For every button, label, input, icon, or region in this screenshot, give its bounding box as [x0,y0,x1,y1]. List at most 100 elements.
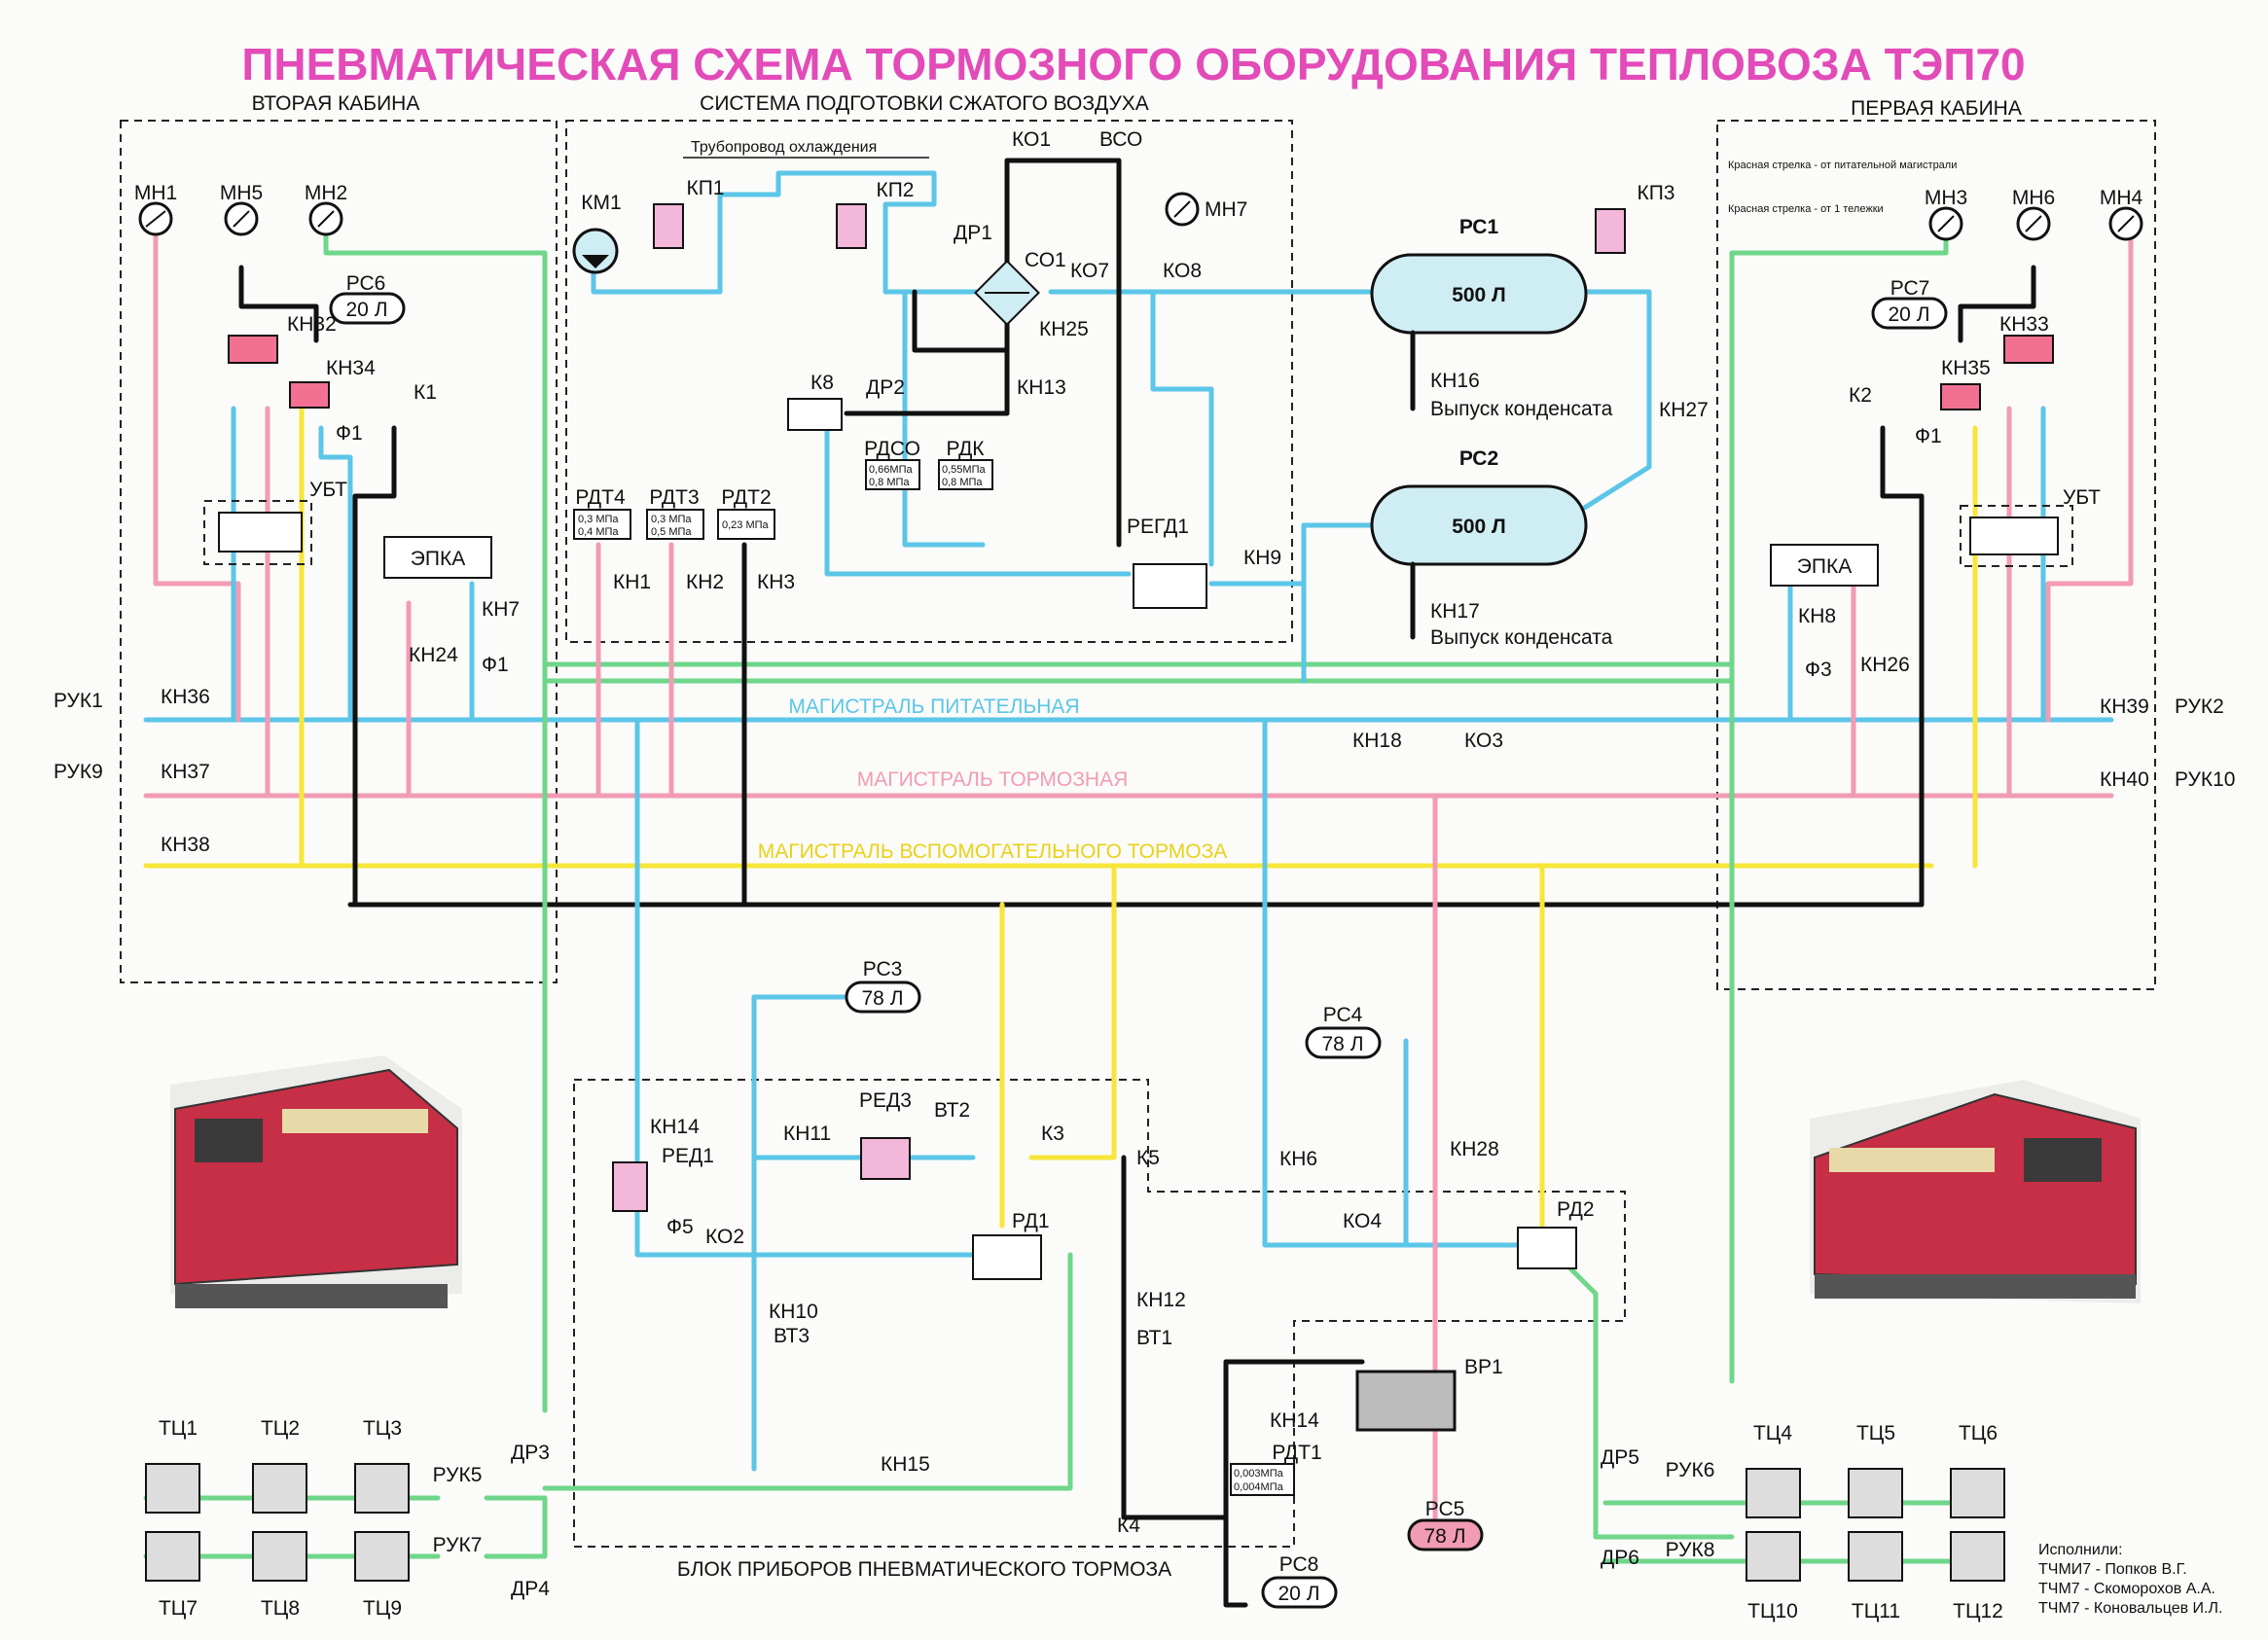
gauge-mn5: МН5 [220,182,263,236]
k2-label: К2 [1849,384,1872,407]
kn1-label: КН1 [613,571,651,593]
gauge-mn2: МН2 [305,182,347,236]
epka-left: ЭПКА [383,536,492,579]
dr3-dr4-pipe [484,1495,548,1559]
svg-text:ТЦ8: ТЦ8 [261,1597,300,1620]
svg-text:0,8 МПа: 0,8 МПа [869,477,910,488]
svg-text:РДТ1: РДТ1 [1272,1442,1321,1464]
red1-pipe [634,717,1034,1258]
gauge-mn7: МН7 [1165,192,1247,227]
ko7-label: КО7 [1070,260,1109,282]
k1-pipe [352,425,397,908]
reducer-red1: РЕД1 [612,1145,714,1212]
svg-text:УБТ: УБТ [309,479,347,501]
svg-text:РС7: РС7 [1890,277,1930,300]
svg-text:КН32: КН32 [287,313,337,336]
svg-text:20 Л: 20 Л [1278,1583,1320,1605]
kn37-label: КН37 [161,761,210,783]
dr4-label: ДР4 [511,1578,550,1600]
mn6-pipe [1958,265,2036,343]
svg-text:РЕД3: РЕД3 [859,1089,912,1112]
aux-main-label: МАГИСТРАЛЬ ВСПОМОГАТЕЛЬНОГО ТОРМОЗА [758,840,1228,863]
dr3-label: ДР3 [511,1442,550,1464]
svg-text:МН3: МН3 [1925,187,1967,209]
f5-label: Ф5 [666,1216,694,1238]
kn12-label: КН12 [1136,1289,1186,1311]
svg-text:ТЧМ7 - Коновальцев И.Л.: ТЧМ7 - Коновальцев И.Л. [2038,1600,2222,1617]
ko1-label: КО1 [1012,128,1051,151]
kn6-label: КН6 [1279,1148,1317,1170]
crane-kn34: КН34 [289,357,376,409]
dr2-label: ДР2 [866,376,905,399]
tank-rs5: РС5 78 Л [1407,1498,1484,1551]
svg-text:РС6: РС6 [346,272,386,295]
ko3-label: КО3 [1464,730,1503,752]
kn27-label: КН27 [1659,399,1709,421]
ko2-label: КО2 [705,1226,744,1248]
svg-text:КН34: КН34 [326,357,376,379]
k1-label: К1 [414,381,437,404]
crane-kn33: КН33 [1999,313,2054,364]
svg-text:500 Л: 500 Л [1452,516,1506,538]
svg-text:ТЦ7: ТЦ7 [159,1597,198,1620]
svg-text:78 Л: 78 Л [1424,1525,1466,1548]
first-cabin-box [1716,120,2156,990]
second-cabin-label: ВТОРАЯ КАБИНА [252,92,420,115]
kn24-label: КН24 [409,644,458,666]
svg-text:РС5: РС5 [1425,1498,1465,1520]
vt1-label: ВТ1 [1136,1327,1172,1349]
svg-text:УБТ: УБТ [2063,486,2101,509]
tank-rs6: РС6 20 Л [329,272,406,325]
svg-text:ТЦ9: ТЦ9 [363,1597,402,1620]
kn38-label: КН38 [161,834,210,856]
f1b-label: Ф1 [482,654,509,676]
vt2-label: ВТ2 [934,1099,970,1122]
svg-text:РДСО: РДСО [864,438,920,460]
svg-text:МН4: МН4 [2100,187,2143,209]
svg-text:0,3 МПа: 0,3 МПа [651,514,692,525]
f1a-label: Ф1 [336,422,363,445]
svg-text:РДТ2: РДТ2 [721,486,771,509]
svg-text:0,23 МПа: 0,23 МПа [722,519,770,531]
svg-text:ТЦ12: ТЦ12 [1953,1600,2003,1622]
kn13-label: КН13 [1017,376,1066,399]
first-cabin-label: ПЕРВАЯ КАБИНА [1851,97,2022,120]
kn11-label: КН11 [783,1123,831,1145]
mn1-pipe [153,231,241,723]
svg-text:20 Л: 20 Л [346,299,388,321]
kn40-label: КН40 [2100,768,2149,791]
crane-kn35: КН35 [1940,357,1991,410]
cylinder-tc2: ТЦ2 [252,1417,307,1514]
svg-text:0,4 МПа: 0,4 МПа [578,526,619,538]
kn10-label: КН10 [769,1301,818,1323]
f1c-label: Ф1 [1915,425,1942,447]
vso-pipe [1004,158,1122,548]
svg-text:МН2: МН2 [305,182,347,204]
svg-text:ТЦ4: ТЦ4 [1753,1422,1792,1444]
condensate-label-1: Выпуск конденсата [1430,398,1613,420]
svg-text:ТЦ5: ТЦ5 [1856,1422,1895,1444]
kn14b-label: КН14 [1270,1409,1319,1432]
svg-text:0,004МПа: 0,004МПа [1234,1481,1284,1493]
k3-label: К3 [1041,1123,1064,1145]
svg-text:ВР1: ВР1 [1464,1356,1503,1378]
svg-text:0,003МПа: 0,003МПа [1234,1468,1284,1480]
reducer-red3: РЕД3 [859,1089,912,1180]
svg-text:РС3: РС3 [863,958,903,980]
svg-text:0,66МПа: 0,66МПа [869,464,913,476]
feed-main-label: МАГИСТРАЛЬ ПИТАТЕЛЬНАЯ [788,695,1079,718]
svg-text:ТЦ2: ТЦ2 [261,1417,300,1440]
relay-rdt2: РДТ2 0,23 МПа [717,486,775,540]
cooling-pipe-label: Трубопровод охлаждения [691,139,877,156]
relay-rd2: РД2 [1517,1198,1595,1269]
rd2-green-pipe [1554,1252,1735,1540]
kn17-label: КН17 [1430,600,1480,623]
cylinder-tc3: ТЦ3 [354,1417,410,1514]
air-distributor-vr1: ВР1 [1355,1356,1503,1432]
svg-text:0,5 МПа: 0,5 МПа [651,526,692,538]
svg-text:РДТ4: РДТ4 [575,486,626,509]
